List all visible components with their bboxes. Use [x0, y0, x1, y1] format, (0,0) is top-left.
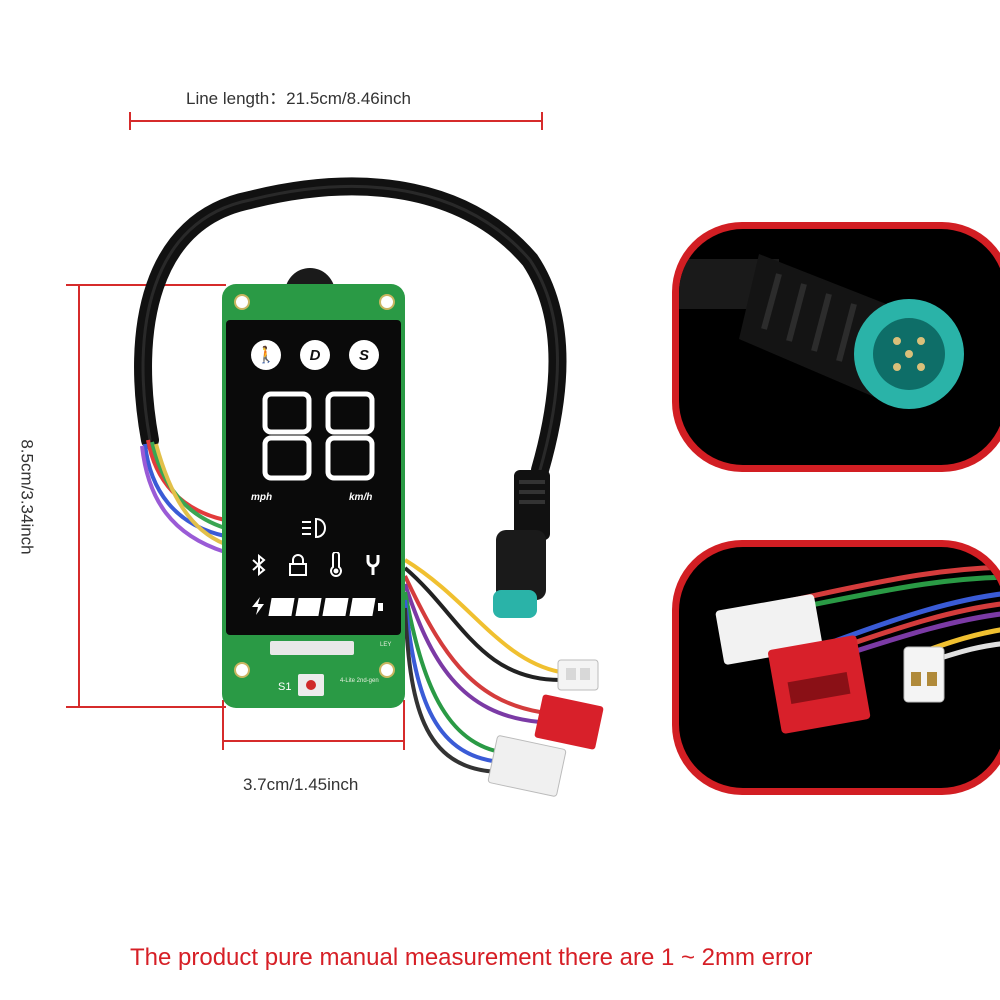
mount-hole: [234, 294, 250, 310]
width-tick-right: [403, 700, 405, 750]
ribbon-connector: [270, 641, 354, 655]
width-dimension-bar: [222, 740, 405, 742]
walk-mode-icon: 🚶: [251, 340, 281, 370]
height-dimension-bar: [78, 285, 80, 707]
height-tick-bottom: [66, 706, 226, 708]
drive-mode-icon: D: [300, 340, 330, 370]
large-white-connector: [487, 735, 567, 797]
mph-unit-label: mph: [251, 492, 273, 503]
line-length-bar: [130, 120, 542, 122]
bluetooth-icon: [250, 553, 268, 581]
sport-mode-icon: S: [349, 340, 379, 370]
wrench-icon: [364, 553, 382, 582]
small-white-connector: [557, 659, 599, 691]
speed-digit-left: [259, 390, 315, 482]
red-wire: [403, 575, 541, 714]
harness-connectors-photo: [715, 564, 1000, 734]
bullet-connector-photo: [679, 254, 964, 409]
temperature-icon: [328, 551, 344, 583]
width-tick-left: [222, 700, 224, 750]
battery-cell: [322, 598, 349, 616]
battery-bolt-icon: [250, 596, 266, 621]
connector-closeup-panel: [672, 222, 1000, 472]
harness-closeup-panel: [672, 540, 1000, 795]
headlight-icon: [300, 516, 330, 545]
line-length-tick-right: [541, 112, 543, 130]
mount-hole: [379, 662, 395, 678]
kmh-unit-label: km/h: [349, 492, 373, 503]
silkscreen-ley: LEY: [380, 642, 392, 648]
battery-cell: [268, 598, 295, 616]
speed-digit-right: [322, 390, 378, 482]
mount-hole: [234, 662, 250, 678]
teal-connector-tip: [493, 590, 537, 618]
battery-cell: [349, 598, 376, 616]
s1-button[interactable]: [298, 674, 324, 696]
line-length-label: Line length：21.5cm/8.46inch: [186, 89, 411, 108]
lock-icon: [288, 554, 308, 581]
yellow-wire: [403, 558, 561, 674]
battery-tip: [378, 603, 383, 611]
measurement-error-note: The product pure manual measurement ther…: [130, 944, 813, 971]
line-length-tick-left: [129, 112, 131, 130]
button-label: S1: [278, 681, 292, 693]
silkscreen-model: 4-Lite 2nd-gen: [340, 678, 379, 684]
lcd-display: 🚶 D S mph km/h: [226, 320, 401, 635]
mount-hole: [379, 294, 395, 310]
width-label: 3.7cm/1.45inch: [243, 775, 359, 794]
battery-cell: [295, 598, 322, 616]
red-connector: [534, 694, 604, 750]
pcb-board: 🚶 D S mph km/h: [222, 284, 405, 708]
